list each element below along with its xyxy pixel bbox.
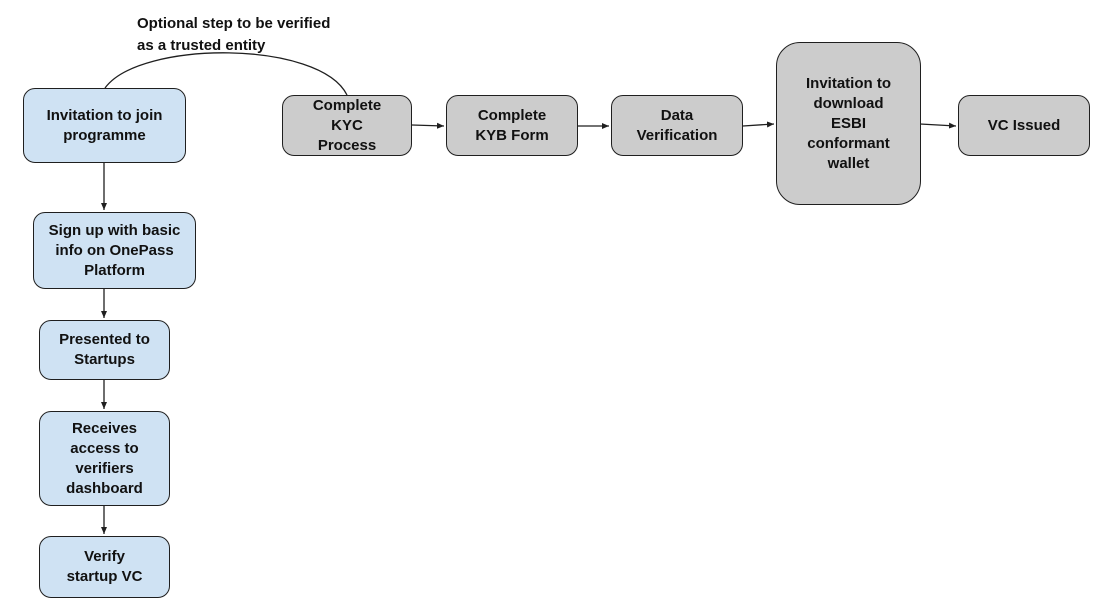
- node-text-line: Verification: [636, 126, 718, 144]
- node-text-line: conformant: [807, 134, 890, 152]
- node-complete-kyb: Complete KYB Form: [446, 95, 578, 156]
- node-complete-kyc: Complete KYC Process: [282, 95, 412, 156]
- arrow-kyc-to-kyb: [411, 122, 445, 129]
- node-text-line: Platform: [84, 261, 145, 279]
- node-text-line: ESBI: [830, 114, 866, 132]
- node-text-line: Receives: [71, 419, 138, 437]
- node-invitation-to-download-wallet: Invitation to download ESBI conformant w…: [776, 42, 921, 205]
- node-text-line: Complete: [477, 106, 547, 124]
- node-text-line: VC Issued: [987, 116, 1061, 134]
- node-invitation-to-join: Invitation to join programme: [23, 88, 186, 163]
- node-text-line: access to: [70, 439, 139, 457]
- node-text-line: download: [813, 94, 884, 112]
- node-text-line: Complete: [312, 96, 382, 114]
- node-text-line: wallet: [827, 154, 870, 172]
- node-text-line: KYB Form: [475, 126, 549, 144]
- annotation-line-2: as a trusted entity: [137, 37, 266, 54]
- node-receives-access: Receives access to verifiers dashboard: [39, 411, 170, 506]
- node-text-line: Startups: [74, 351, 135, 368]
- node-data-verification: Data Verification: [611, 95, 743, 156]
- annotation-line-1: Optional step to be verified: [137, 15, 331, 32]
- node-text-line: Sign up with basic: [48, 221, 181, 239]
- node-verify-startup-vc: Verify startup VC: [39, 536, 170, 598]
- arrow-verification-to-wallet: [742, 121, 775, 128]
- node-text-line: Data: [660, 106, 694, 124]
- node-presented-to-startups: Presented to Startups: [39, 320, 170, 380]
- node-text-line: verifiers: [75, 459, 134, 477]
- node-text-line: Invitation to: [806, 74, 891, 92]
- node-text-line: dashboard: [66, 479, 143, 497]
- node-text-line: Invitation to join: [46, 106, 163, 124]
- node-sign-up: Sign up with basic info on OnePass Platf…: [33, 212, 196, 289]
- arrow-wallet-to-vc-issued: [919, 122, 957, 129]
- node-text-line: Presented to: [59, 331, 150, 348]
- node-text-line: startup VC: [66, 568, 143, 585]
- node-vc-issued: VC Issued: [958, 95, 1090, 156]
- node-text-line: KYC: [331, 116, 363, 134]
- node-text-line: Process: [317, 136, 377, 154]
- optional-step-connector: [104, 52, 348, 96]
- optional-step-annotation: Optional step to be verified as a truste…: [137, 13, 387, 57]
- node-text-line: info on OnePass: [55, 241, 174, 259]
- node-text-line: programme: [63, 126, 146, 144]
- node-text-line: Verify: [84, 548, 125, 565]
